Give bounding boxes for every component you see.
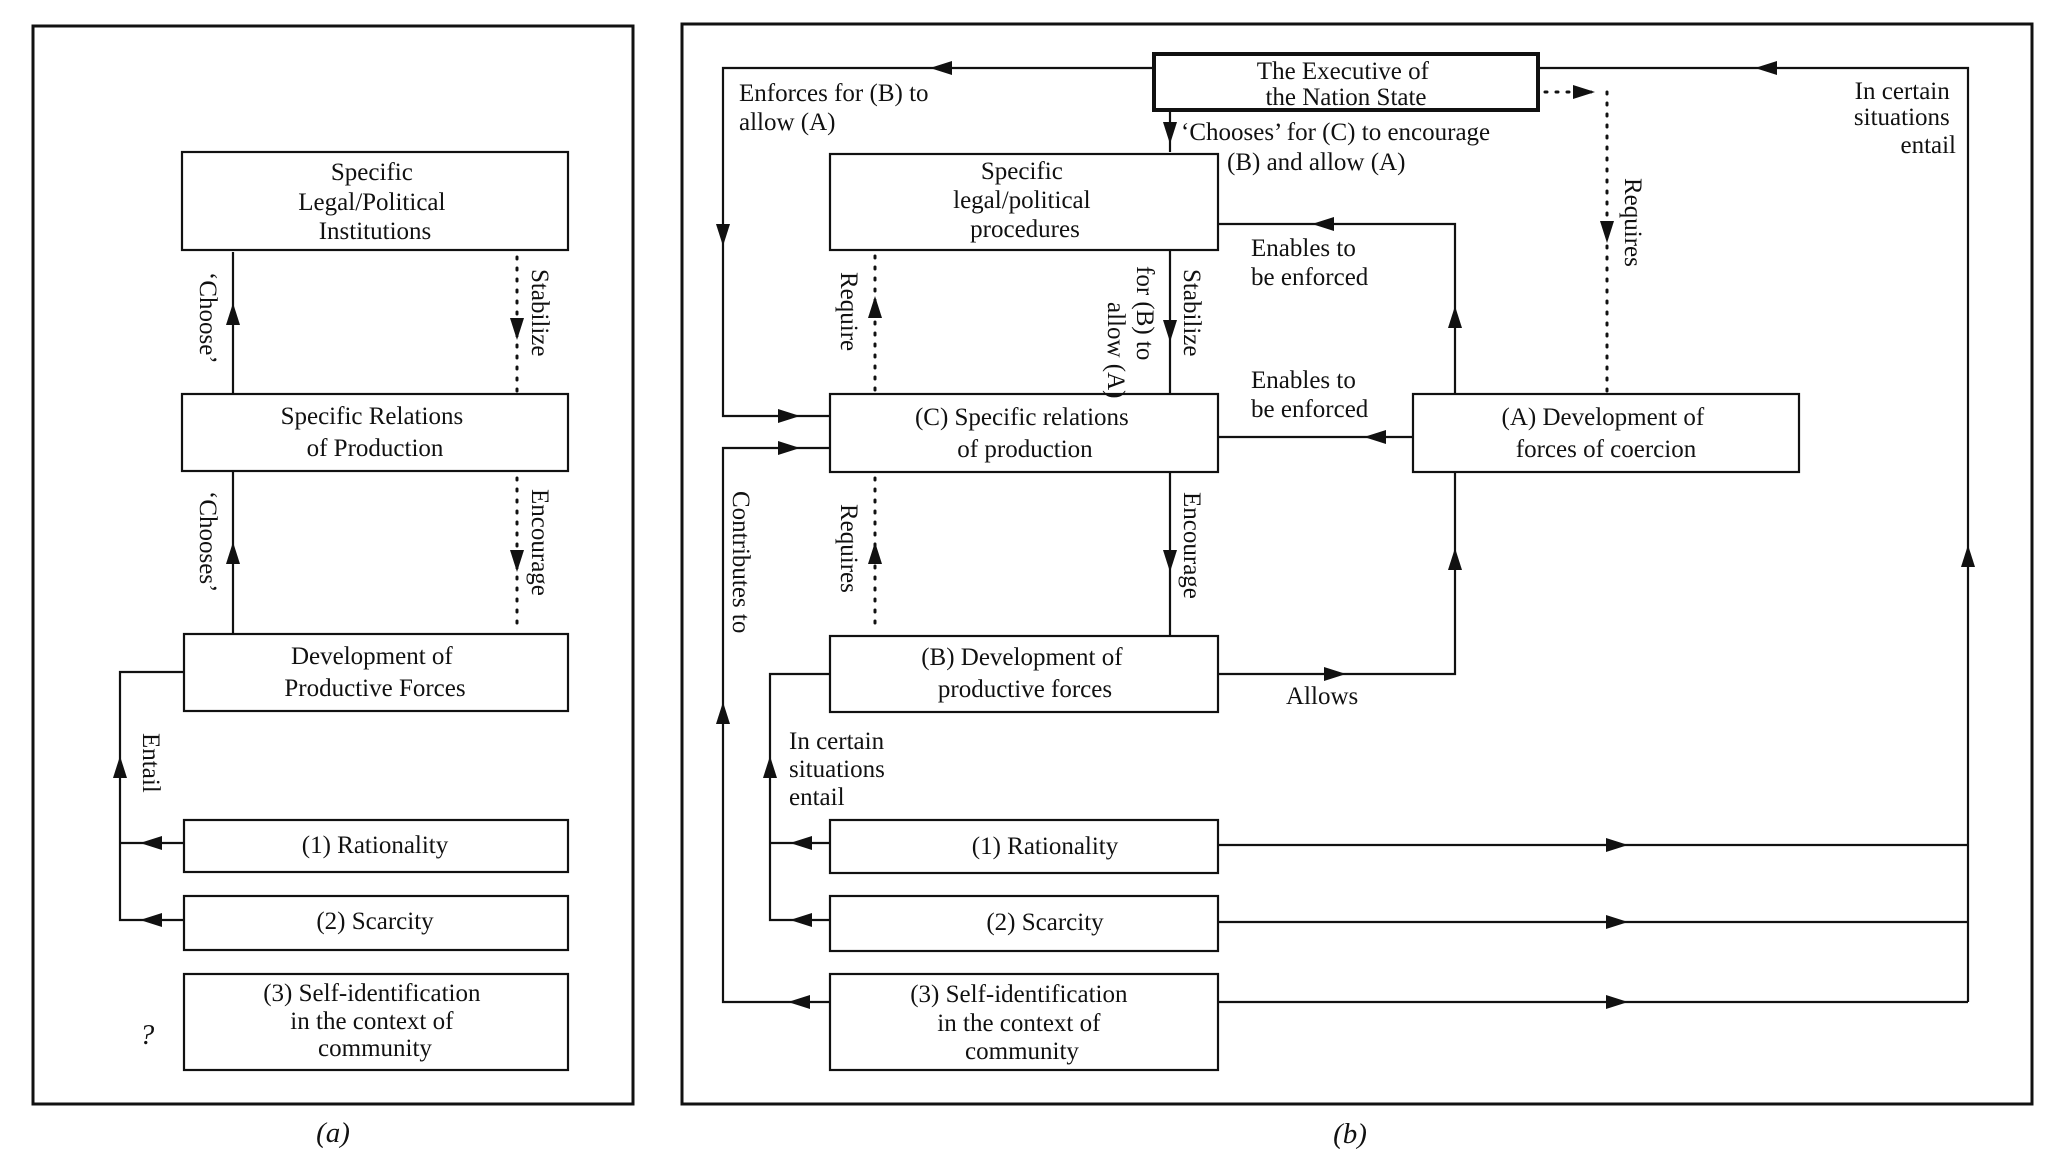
b-executive-label: The Executive of the Nation State: [1257, 58, 1435, 111]
b-requires-exec-label: Requires: [1619, 178, 1646, 267]
b-executive-box: [1152, 52, 1540, 112]
entail-arrowhead: [113, 756, 127, 778]
requires-arrowhead: [868, 542, 882, 564]
scarcity-right-arrowhead: [1606, 915, 1628, 929]
b-procedures-label: Specific legal/political procedures: [953, 158, 1097, 243]
a-forces-label: Development of Productive Forces: [284, 643, 465, 702]
enforces-arrowhead-right: [778, 409, 800, 423]
entail-bracket-line: [118, 670, 184, 922]
b-enforces-label: Enforces for (B) to allow (A): [739, 80, 935, 136]
b-in-certain-bottom-label: In certain situations entail: [789, 728, 891, 811]
allows-line: [1218, 472, 1457, 676]
rationality-left-arrowhead: [790, 836, 812, 850]
encourage-arrowhead: [510, 550, 524, 572]
b-encourage-label: Encourage: [1178, 492, 1205, 599]
b-enables-2-label: Enables to be enforced: [1251, 367, 1369, 423]
in-certain-top-arrowhead-up: [1961, 545, 1975, 567]
rationality-right-arrowhead: [1606, 838, 1628, 852]
a-choose-label: ‘Choose’: [194, 272, 221, 364]
contributes-arrowhead-left: [788, 995, 810, 1009]
choose-arrowhead: [226, 303, 240, 325]
b-relations-label: (C) Specific relations of production: [915, 404, 1135, 463]
chooses-arrowhead: [226, 542, 240, 564]
a-rationality-box: [182, 818, 570, 874]
a-entail-label: Entail: [137, 733, 164, 793]
a-institutions-box: [180, 150, 570, 252]
b-stabilize-label: Stabilize: [1178, 269, 1205, 356]
enables-1-arrowhead-up: [1448, 306, 1462, 328]
panel-b-frame: [680, 22, 2034, 1106]
contributes-arrowhead-up: [716, 702, 730, 724]
b-coercion-label: (A) Development of forces of coercion: [1502, 404, 1711, 463]
allows-arrowhead-up: [1448, 548, 1462, 570]
in-certain-bottom-arrowhead: [763, 756, 777, 778]
b-coercion-box: [1411, 392, 1801, 474]
allows-arrowhead-right: [1324, 667, 1346, 681]
enforces-arrowhead-down: [716, 224, 730, 246]
b-enables-1-label: Enables to be enforced: [1251, 235, 1369, 291]
contributes-arrowhead-right: [778, 441, 800, 455]
requires-exec-arrowhead-right: [1573, 85, 1595, 99]
b-stabilize-for-line-1: for (B) to: [1131, 266, 1158, 360]
a-question-mark: ?: [140, 1019, 155, 1051]
a-encourage-label: Encourage: [526, 489, 553, 596]
a-relations-box: [180, 392, 570, 473]
scarcity-left-arrowhead: [790, 913, 812, 927]
b-self-identification-label: (3) Self-identification in the context o…: [910, 981, 1134, 1065]
requires-exec-arrowhead-down: [1600, 221, 1614, 243]
b-require-label: Require: [835, 272, 862, 351]
stabilize-arrowhead: [510, 318, 524, 340]
a-institutions-label: Specific Legal/Political Institutions: [298, 159, 451, 245]
panel-b-arrows: [716, 61, 1975, 1009]
b-chooses-label: ‘Chooses’ for (C) to encourage (B) and a…: [1181, 119, 1496, 176]
b-forces-label: (B) Development of productive forces: [921, 644, 1129, 703]
in-certain-top-line: [1539, 66, 1970, 1002]
a-self-identification-label: (3) Self-identification in the context o…: [263, 980, 487, 1062]
b-procedures-box: [828, 152, 1220, 252]
scarcity-arrowhead: [140, 913, 162, 927]
rationality-arrowhead: [140, 836, 162, 850]
stabilize-arrowhead: [1163, 320, 1177, 342]
in-certain-top-arrowhead-left: [1755, 61, 1777, 75]
enforces-arrowhead-left: [930, 61, 952, 75]
b-rationality-box: [828, 818, 1220, 875]
contributes-line: [721, 446, 830, 1004]
a-rationality-label: (1) Rationality: [302, 832, 449, 859]
b-scarcity-box: [828, 894, 1220, 953]
self-identification-right-arrowhead: [1606, 995, 1628, 1009]
enables-1-line: [1218, 222, 1457, 394]
chooses-arrowhead: [1163, 122, 1177, 144]
b-self-identification-box: [828, 972, 1220, 1072]
b-in-certain-top-label: In certain situations entail: [1854, 78, 1956, 159]
require-arrowhead: [868, 296, 882, 318]
panel-a-caption: (a): [316, 1117, 350, 1149]
panel-b-caption: (b): [1333, 1118, 1367, 1150]
b-contributes-label: Contributes to: [727, 491, 754, 633]
b-scarcity-label: (2) Scarcity: [986, 909, 1104, 936]
b-rationality-label: (1) Rationality: [972, 833, 1119, 860]
panel-a-arrows: [113, 252, 524, 927]
a-scarcity-label: (2) Scarcity: [316, 908, 434, 935]
b-relations-box: [828, 392, 1220, 474]
a-scarcity-box: [182, 894, 570, 952]
a-chooses-label: ‘Chooses’: [194, 491, 221, 592]
panel-a-frame: [31, 24, 635, 1106]
b-forces-box: [828, 634, 1220, 714]
a-relations-label: Specific Relations of Production: [281, 403, 470, 462]
a-forces-box: [182, 632, 570, 713]
a-stabilize-label: Stabilize: [526, 269, 553, 356]
b-stabilize-for-line-2: allow (A): [1102, 302, 1129, 399]
b-requires-label: Requires: [835, 504, 862, 593]
b-allows-label: Allows: [1286, 683, 1358, 710]
enables-1-arrowhead-left: [1312, 217, 1334, 231]
encourage-arrowhead: [1163, 550, 1177, 572]
enables-2-arrowhead: [1364, 430, 1386, 444]
a-self-identification-box: [182, 972, 570, 1072]
